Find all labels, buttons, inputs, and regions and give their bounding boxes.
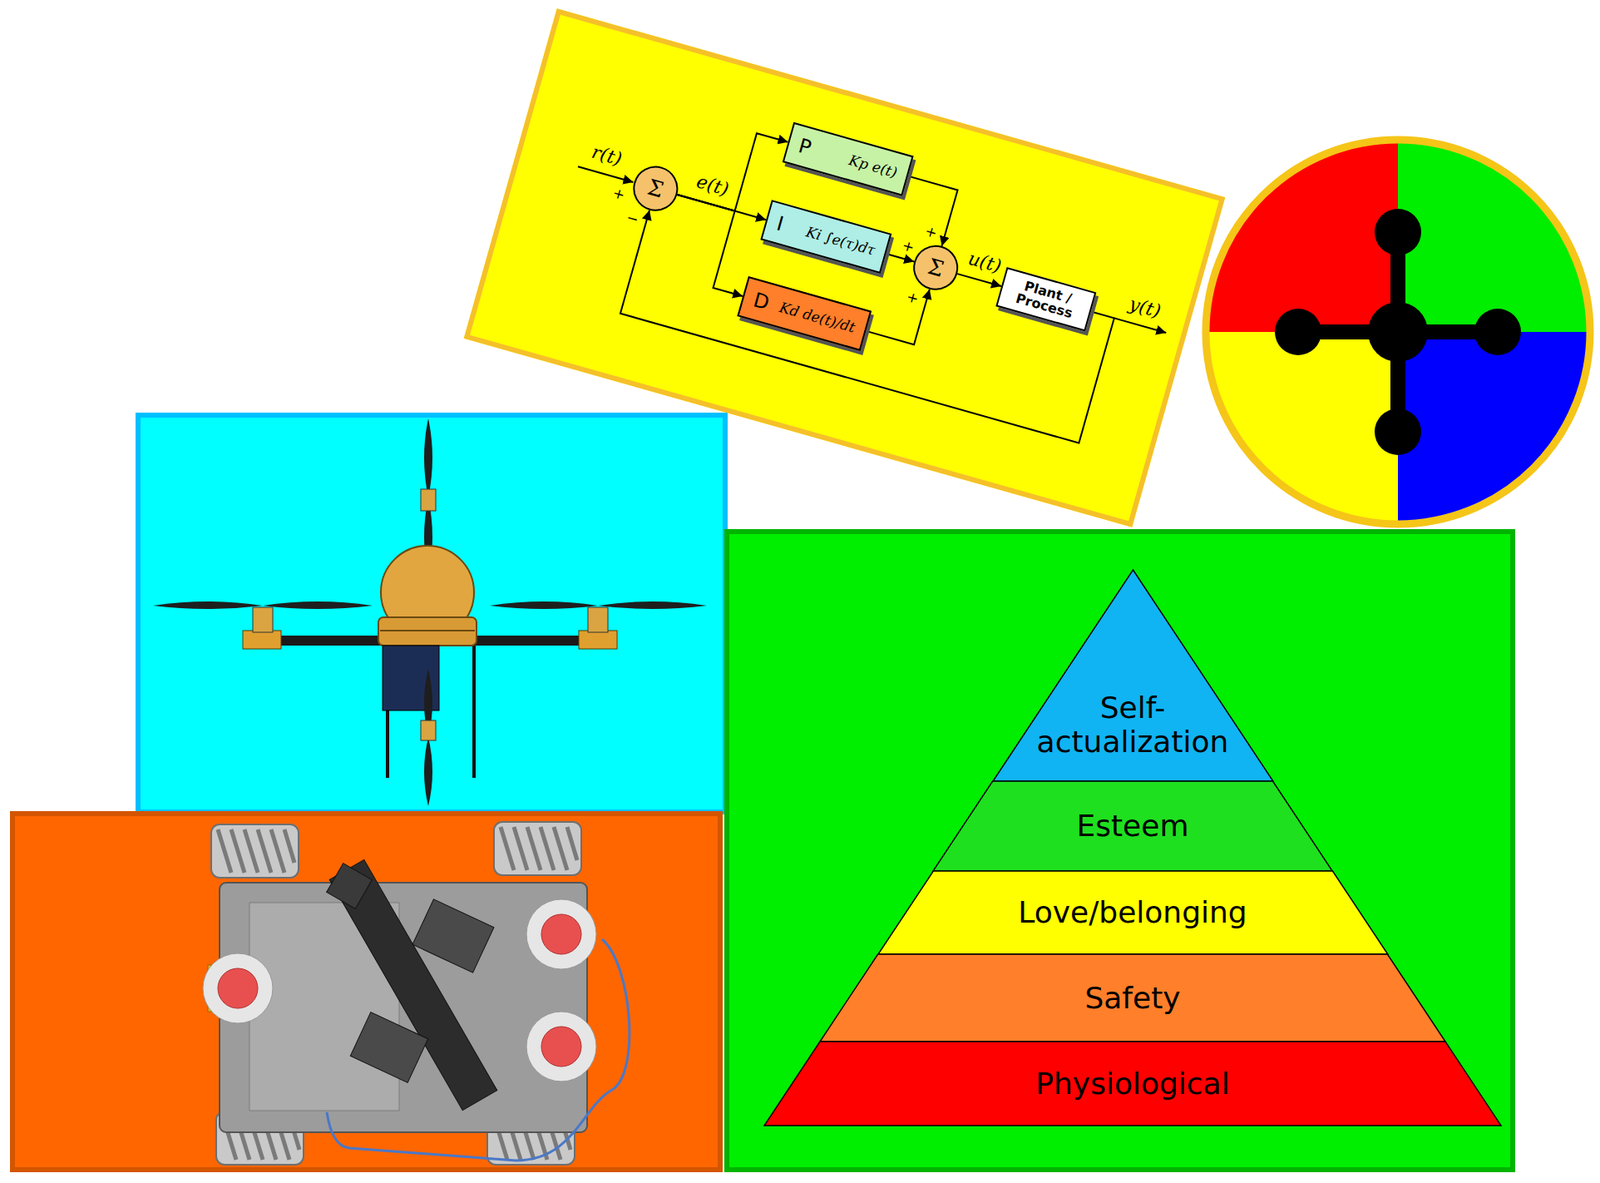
drone-plate bbox=[380, 629, 475, 632]
need-level: Physiological bbox=[808, 1066, 1457, 1101]
pyramid-band: Safety bbox=[819, 953, 1446, 1042]
band-shape bbox=[764, 1041, 1502, 1126]
cable bbox=[326, 938, 630, 1161]
mecanum-wheel bbox=[211, 824, 299, 878]
signal-name: e(t) bbox=[694, 171, 731, 200]
mecanum-robot bbox=[202, 821, 630, 1165]
pyramid-band: Love/belonging bbox=[878, 870, 1388, 954]
pyramid-band: Physiological bbox=[764, 1041, 1502, 1126]
sigma-symbol: Σ bbox=[925, 255, 947, 281]
motor-mount bbox=[242, 630, 282, 649]
term-formula: Kd de(t)/dt bbox=[777, 298, 857, 336]
sign-mark: + bbox=[923, 222, 939, 242]
summing-junction: Σ bbox=[627, 160, 684, 217]
signal-arrow bbox=[886, 253, 915, 262]
drone-icon bbox=[1274, 308, 1322, 356]
signal-arrow bbox=[865, 275, 929, 345]
landing-leg bbox=[472, 645, 476, 778]
block-label: Plant / Process bbox=[1005, 274, 1087, 324]
motor bbox=[252, 607, 273, 633]
controller-block: DKd de(t)/dt bbox=[736, 276, 872, 351]
band-shape bbox=[819, 953, 1446, 1042]
motor bbox=[587, 607, 608, 633]
pyramid-band: Self- actualization bbox=[992, 569, 1274, 781]
input-arrow bbox=[577, 166, 633, 183]
sign-mark: + bbox=[904, 288, 921, 307]
dome-base bbox=[526, 1011, 597, 1082]
marker-dome bbox=[541, 913, 582, 954]
quadrant bbox=[1207, 331, 1398, 523]
dome-base bbox=[202, 953, 273, 1023]
term-formula: Kp e(t) bbox=[847, 151, 899, 181]
drone-icon bbox=[1374, 208, 1422, 256]
quadrant bbox=[1397, 141, 1589, 332]
pyramid-band: Esteem bbox=[933, 780, 1333, 871]
drone-plate bbox=[378, 617, 477, 646]
motor-mount bbox=[578, 630, 618, 649]
band-shape bbox=[933, 780, 1333, 871]
quadcopter bbox=[153, 418, 707, 806]
marker-dome bbox=[217, 967, 258, 1008]
signal-name: u(t) bbox=[966, 248, 1004, 277]
gripper bbox=[326, 863, 373, 909]
robot-panel bbox=[12, 813, 721, 1170]
motor bbox=[420, 488, 436, 511]
need-level: Esteem bbox=[979, 808, 1287, 843]
drone-icon bbox=[1474, 308, 1521, 356]
arm-servo bbox=[350, 1012, 428, 1083]
need-level: Love/belonging bbox=[922, 894, 1344, 929]
emblem bbox=[1205, 139, 1591, 524]
signal-name: y(t) bbox=[1126, 293, 1164, 322]
dome-base bbox=[526, 898, 597, 969]
sign-mark: − bbox=[624, 208, 641, 228]
band-shape bbox=[992, 569, 1274, 781]
signal-name: r(t) bbox=[589, 142, 625, 170]
need-level: Safety bbox=[865, 980, 1400, 1015]
controller-block: P Kp e(t) bbox=[782, 122, 914, 197]
propeller-blade bbox=[489, 601, 707, 609]
sign-mark: + bbox=[611, 184, 628, 203]
sigma-symbol: Σ bbox=[645, 176, 667, 202]
plant-box: Plant / Process bbox=[995, 266, 1097, 332]
quadrant bbox=[1397, 331, 1589, 523]
quadrant bbox=[1207, 141, 1398, 332]
propeller-blade bbox=[153, 601, 373, 609]
marker-dome bbox=[541, 1026, 582, 1067]
mecanum-wheel bbox=[493, 821, 582, 875]
signal-arrow bbox=[620, 188, 1115, 444]
term-formula: Ki ∫e(τ)dτ bbox=[804, 222, 878, 258]
motor bbox=[420, 720, 436, 741]
term-letter: I bbox=[774, 212, 786, 237]
drone-icon bbox=[1367, 301, 1428, 362]
summing-junction: Σ bbox=[908, 239, 964, 296]
controller-block: I Ki ∫e(τ)dτ bbox=[760, 199, 892, 274]
term-letter: P bbox=[795, 133, 815, 160]
band-shape bbox=[878, 870, 1388, 954]
arm-servo bbox=[412, 898, 494, 973]
emblem-ring bbox=[1205, 139, 1591, 524]
maslow-panel: Self- actualizationEsteemLove/belongingS… bbox=[724, 528, 1516, 1172]
need-level: Self- actualization bbox=[1028, 690, 1237, 760]
drone-icon bbox=[1374, 408, 1422, 455]
term-letter: D bbox=[750, 287, 772, 315]
output-arrow bbox=[1114, 317, 1167, 333]
drone-panel bbox=[138, 414, 726, 812]
sign-mark: + bbox=[900, 237, 917, 256]
